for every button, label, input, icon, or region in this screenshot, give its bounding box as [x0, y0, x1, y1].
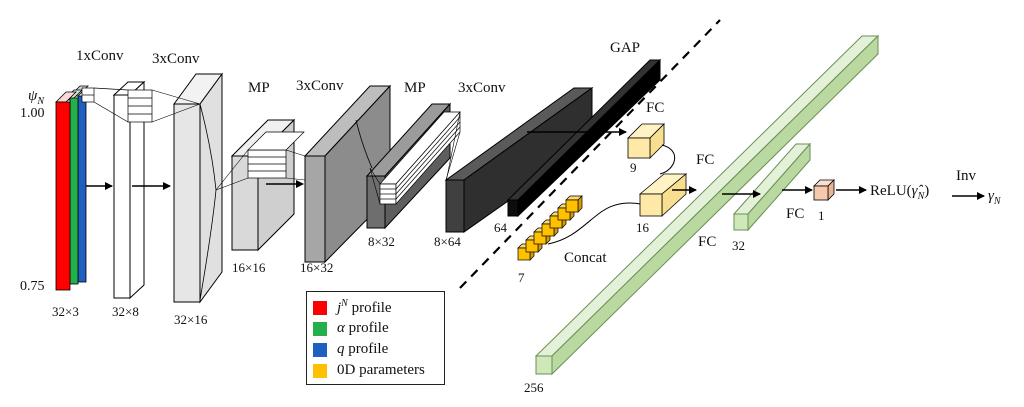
label-fc-b: FC	[696, 152, 714, 168]
label-conv1: 1xConv	[76, 48, 124, 64]
conv3b-block	[285, 84, 392, 264]
dim-fc256: 256	[524, 380, 544, 395]
label-conv3a: 3xConv	[152, 51, 200, 67]
legend-label: jN profile	[337, 298, 392, 316]
label-mp1: MP	[248, 80, 270, 96]
conv1-block	[93, 80, 153, 300]
dimension-labels: 32×3 32×8 32×16 16×16 16×32 8×32 8×64 64…	[52, 160, 825, 395]
zero-d-cubes	[517, 195, 583, 261]
legend-label: 0D parameters	[337, 362, 425, 378]
conv3a-block	[151, 72, 223, 304]
dim-fc1: 1	[818, 208, 825, 223]
legend: jN profile α profile q profile 0D parameter…	[306, 291, 445, 385]
legend-item: jN profile	[313, 297, 438, 318]
legend-item: α profile	[313, 318, 438, 339]
label-fc-c: FC	[786, 206, 804, 222]
psi-symbol: ψN	[28, 88, 45, 107]
dim-mp1: 16×16	[232, 260, 266, 275]
fc9-block	[627, 123, 665, 159]
y-top-label: 1.00	[20, 106, 45, 121]
legend-label: α profile	[337, 320, 389, 336]
legend-item: 0D parameters	[313, 360, 438, 381]
mp2-block	[365, 102, 461, 230]
label-conv3b: 3xConv	[296, 78, 344, 94]
fc1-block	[813, 179, 835, 201]
zero-d-cube	[565, 195, 583, 213]
label-fc-d: FC	[698, 234, 716, 250]
fc16-block	[638, 173, 688, 217]
legend-swatch	[313, 363, 327, 378]
output-labels: ReLU(γ̂N) γN	[870, 183, 1002, 207]
dim-fc9: 9	[630, 160, 637, 175]
arrows	[86, 128, 985, 200]
mp1-block	[215, 118, 305, 252]
legend-label: q profile	[337, 341, 389, 357]
dim-fc32: 32	[732, 238, 745, 253]
dim-conv3a: 32×16	[174, 312, 208, 327]
block-labels: 1xConv 3xConv MP 3xConv MP 3xConv GAP FC…	[76, 40, 976, 266]
dim-fc16: 16	[636, 220, 650, 235]
label-gap: GAP	[610, 40, 640, 56]
dim-zero-d: 7	[518, 270, 525, 285]
label-concat: Concat	[564, 250, 607, 266]
legend-swatch	[313, 300, 327, 315]
label-conv3c: 3xConv	[458, 80, 506, 96]
dim-mp2: 8×32	[368, 234, 395, 249]
divider-line	[459, 19, 721, 289]
connectors	[547, 144, 675, 245]
dim-conv3b: 16×32	[300, 260, 333, 275]
dim-gap: 64	[494, 220, 508, 235]
dim-conv3c: 8×64	[434, 234, 461, 249]
label-mp2: MP	[404, 80, 426, 96]
legend-swatch	[313, 342, 327, 357]
input-profile-stack	[55, 85, 95, 291]
fc256-block	[534, 34, 880, 376]
legend-swatch	[313, 321, 327, 336]
dim-conv1: 32×8	[112, 304, 139, 319]
label-fc-a: FC	[646, 100, 664, 116]
gap-block	[506, 58, 662, 218]
y-bottom-label: 0.75	[20, 279, 45, 294]
legend-item: q profile	[313, 339, 438, 360]
gamma-output-label: γN	[988, 188, 1002, 207]
axis-labels: ψN 1.00 0.75	[20, 88, 45, 294]
label-inv: Inv	[956, 168, 976, 184]
dim-input: 32×3	[52, 304, 79, 319]
relu-output-label: ReLU(γ̂N)	[870, 183, 929, 202]
